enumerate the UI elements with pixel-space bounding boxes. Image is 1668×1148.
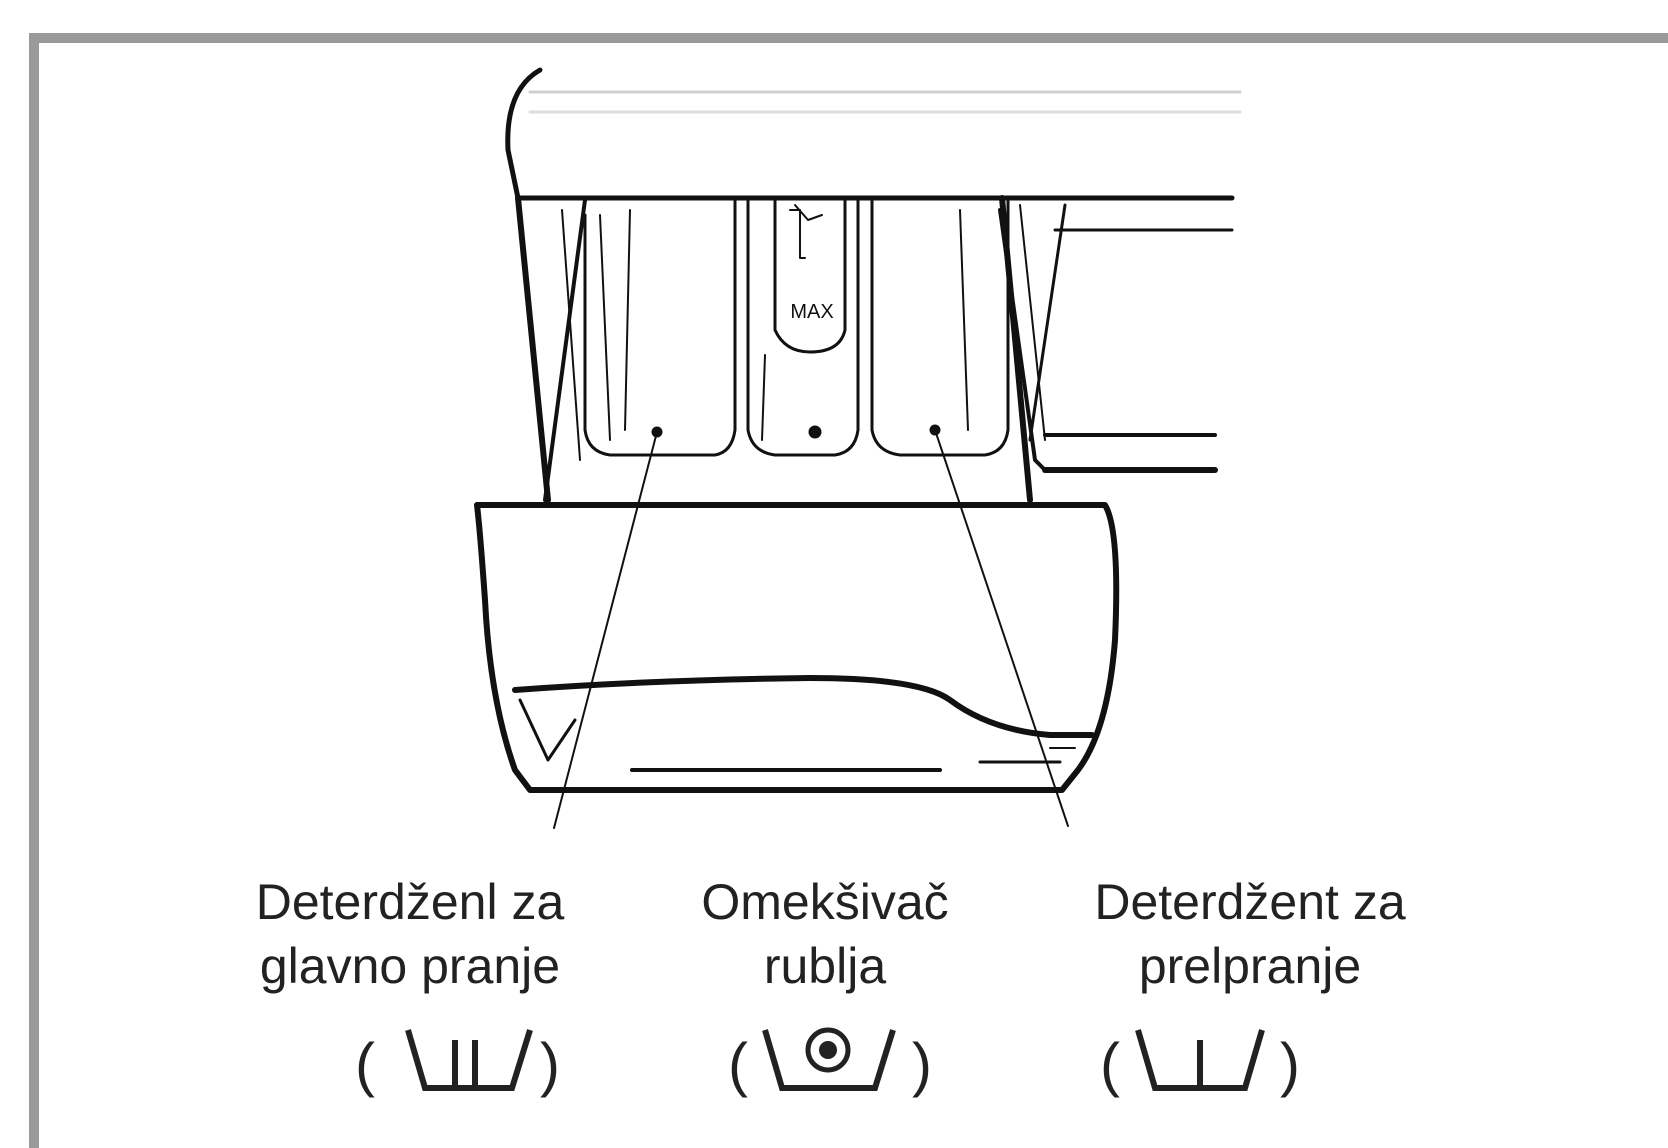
label-main-wash: Deterdženl za glavno pranje <box>220 870 600 998</box>
label-prewash: Deterdžent za prelpranje <box>1060 870 1440 998</box>
main-wash-symbol-icon <box>405 1029 533 1091</box>
frame-border <box>29 33 1668 1148</box>
paren-close: ) <box>912 1031 932 1098</box>
prewash-symbol-icon <box>1135 1029 1265 1091</box>
label-prewash-line1: Deterdžent za <box>1094 874 1406 930</box>
label-prewash-line2: prelpranje <box>1138 938 1362 994</box>
paren-close: ) <box>540 1031 560 1098</box>
label-softener: Omekšivač rublja <box>655 870 995 998</box>
paren-open: ( <box>728 1031 748 1098</box>
paren-open: ( <box>1100 1031 1120 1098</box>
svg-text:MAX: MAX <box>790 301 833 323</box>
label-main-wash-line1: Deterdženl za <box>255 874 565 930</box>
softener-flower-symbol-icon <box>762 1027 896 1091</box>
label-softener-line1: Omekšivač <box>701 874 949 930</box>
label-softener-line2: rublja <box>763 938 887 994</box>
label-main-wash-line2: glavno pranje <box>259 938 561 994</box>
drawer-drawing: MAX <box>474 67 1242 829</box>
paren-close: ) <box>1280 1031 1300 1098</box>
paren-open: ( <box>355 1031 375 1098</box>
